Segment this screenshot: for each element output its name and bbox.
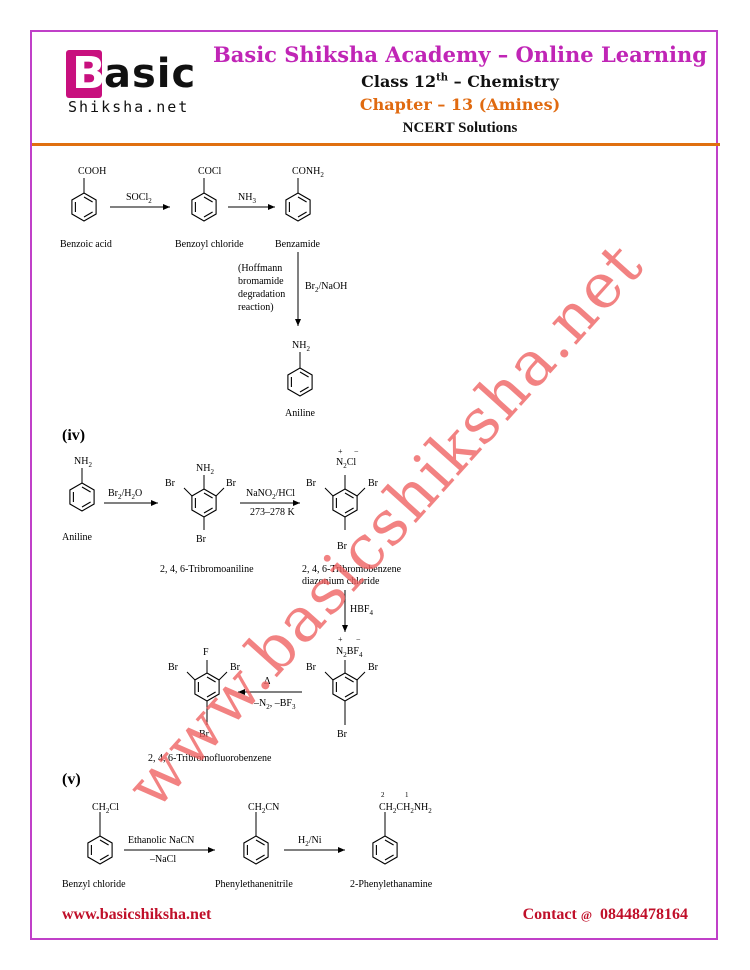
benzoyl-chloride-label: Benzoyl chloride bbox=[175, 239, 244, 250]
arrow-hbf4-label: HBF4 bbox=[350, 604, 373, 617]
header-divider bbox=[32, 143, 720, 146]
phenylethanenitrile-label: Phenylethanenitrile bbox=[215, 879, 293, 890]
phenylethanenitrile: CH2CN Phenylethanenitrile bbox=[215, 802, 293, 890]
arrow-reduction-label: H2/Ni bbox=[298, 835, 322, 848]
svg-text:2: 2 bbox=[381, 791, 385, 799]
svg-text:NH2: NH2 bbox=[196, 463, 214, 476]
svg-text:CH2CN: CH2CN bbox=[248, 802, 279, 815]
diazonium-label-1: 2, 4, 6-Tribromobenzene bbox=[302, 564, 402, 575]
svg-text:bromamide: bromamide bbox=[238, 276, 284, 287]
svg-text:Br: Br bbox=[226, 478, 237, 489]
arrow-cyanation-bottom: –NaCl bbox=[149, 854, 176, 865]
svg-text:Br: Br bbox=[337, 729, 348, 740]
aniline-start: NH2 Aniline bbox=[62, 456, 95, 543]
footer-contact: Contact @ 08448478164 bbox=[523, 906, 688, 924]
tribromoaniline-label: 2, 4, 6-Tribromoaniline bbox=[160, 564, 254, 575]
tribromobenzene-diazonium-chloride: + − N2Cl Br Br Br 2, 4, 6-Tribromobenzen… bbox=[302, 447, 402, 587]
arrow-diazotization-top: NaNO2/HCl bbox=[246, 488, 295, 501]
at-sign: @ bbox=[580, 908, 592, 922]
svg-text:1: 1 bbox=[405, 791, 409, 799]
svg-text:CH2CH2NH2: CH2CH2NH2 bbox=[379, 802, 432, 815]
benzamide: CONH2 Benzamide bbox=[275, 166, 324, 250]
svg-text:Br: Br bbox=[199, 729, 210, 740]
benzoic-acid-group: COOH bbox=[78, 166, 106, 177]
svg-text:+: + bbox=[338, 447, 343, 456]
class-suffix: – Chemistry bbox=[448, 72, 559, 91]
svg-text:−: − bbox=[354, 447, 359, 456]
svg-text:Br: Br bbox=[168, 662, 179, 673]
svg-text:F: F bbox=[203, 647, 209, 658]
arrow-heat-label: Δ bbox=[264, 676, 271, 687]
svg-text:Br: Br bbox=[306, 662, 317, 673]
svg-text:+: + bbox=[338, 635, 343, 644]
class-prefix: Class 12 bbox=[361, 72, 437, 91]
benzoyl-chloride: COCl Benzoyl chloride bbox=[175, 166, 244, 250]
svg-text:Br: Br bbox=[337, 541, 348, 552]
svg-text:Br: Br bbox=[196, 534, 207, 545]
header-class: Class 12th – Chemistry bbox=[200, 72, 720, 91]
svg-text:Br: Br bbox=[165, 478, 176, 489]
arrow-cyanation-top: Ethanolic NaCN bbox=[128, 835, 194, 846]
svg-text:Br: Br bbox=[306, 478, 317, 489]
svg-text:Br: Br bbox=[368, 478, 379, 489]
class-sup: th bbox=[436, 72, 449, 84]
svg-text:degradation: degradation bbox=[238, 289, 285, 300]
logo-word: asic bbox=[104, 51, 197, 97]
benzamide-group: CONH2 bbox=[292, 166, 324, 179]
svg-text:Br: Br bbox=[368, 662, 379, 673]
header-title: Basic Shiksha Academy – Online Learning bbox=[213, 42, 707, 67]
svg-text:(Hoffmann: (Hoffmann bbox=[238, 263, 282, 274]
header-chapter: Chapter – 13 (Amines) bbox=[359, 95, 561, 114]
arrow-diazotization-bottom: 273–278 K bbox=[250, 507, 296, 518]
aniline-label: Aniline bbox=[285, 408, 316, 419]
footer-website[interactable]: www.basicshiksha.net bbox=[62, 906, 212, 923]
benzamide-label: Benzamide bbox=[275, 239, 321, 250]
contact-phone: 08448478164 bbox=[600, 906, 688, 923]
hoffmann-note: (Hoffmann bromamide degradation reaction… bbox=[238, 263, 285, 313]
phenylethanamine-label: 2-Phenylethanamine bbox=[350, 879, 433, 890]
arrow-balz-schiemann-label: –N2, –BF3 bbox=[253, 698, 296, 711]
benzoic-acid: COOH Benzoic acid bbox=[60, 166, 112, 250]
arrow-bromination-label: Br2/H2O bbox=[108, 488, 142, 501]
arrow-socl2-label: SOCl2 bbox=[126, 192, 152, 205]
header-subtitle: NCERT Solutions bbox=[402, 120, 518, 136]
section-v-label: (v) bbox=[62, 771, 81, 788]
benzoic-acid-label: Benzoic acid bbox=[60, 239, 112, 250]
diazonium-label-2: diazonium chloride bbox=[302, 576, 380, 587]
section-iv-label: (iv) bbox=[62, 427, 85, 444]
page-border bbox=[30, 30, 718, 940]
svg-text:CH2Cl: CH2Cl bbox=[92, 802, 119, 815]
diazonium-fluoroborate: + − N2BF4 Br Br Br bbox=[306, 635, 379, 740]
aniline-start-label: Aniline bbox=[62, 532, 93, 543]
svg-text:NH2: NH2 bbox=[74, 456, 92, 469]
tribromofluorobenzene-label: 2, 4, 6-Tribromofluorobenzene bbox=[148, 753, 272, 764]
benzyl-chloride: CH2Cl Benzyl chloride bbox=[62, 802, 126, 890]
hoffmann-reagent: Br2/NaOH bbox=[305, 281, 347, 294]
phenylethanamine: 2 1 CH2CH2NH2 2-Phenylethanamine bbox=[350, 791, 433, 890]
aniline-product: NH2 Aniline bbox=[285, 340, 316, 419]
logo-badge bbox=[66, 50, 102, 98]
logo-letter: B bbox=[72, 48, 106, 99]
benzoyl-chloride-group: COCl bbox=[198, 166, 222, 177]
svg-text:NH2: NH2 bbox=[292, 340, 310, 353]
tribromoaniline: NH2 Br Br Br 2, 4, 6-Tribromoaniline bbox=[160, 463, 254, 575]
svg-text:reaction): reaction) bbox=[238, 302, 274, 313]
benzyl-chloride-label: Benzyl chloride bbox=[62, 879, 126, 890]
arrow-nh3-label: NH3 bbox=[238, 192, 256, 205]
svg-text:N2Cl: N2Cl bbox=[336, 457, 356, 470]
svg-text:N2BF4: N2BF4 bbox=[336, 646, 363, 659]
tribromofluorobenzene: F Br Br Br 2, 4, 6-Tribromofluorobenzene bbox=[148, 647, 272, 764]
svg-text:Br: Br bbox=[230, 662, 241, 673]
svg-text:−: − bbox=[356, 635, 361, 644]
logo-subtext: Shiksha.net bbox=[68, 98, 190, 116]
contact-label: Contact bbox=[522, 906, 581, 923]
